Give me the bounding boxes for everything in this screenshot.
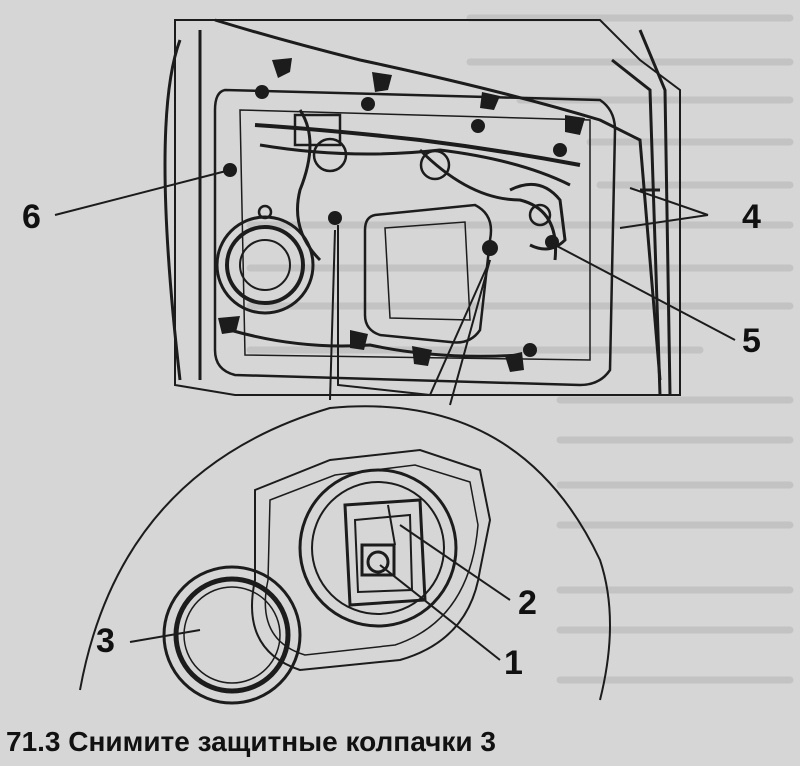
bleed-through-texture — [246, 14, 794, 684]
callout-6: 6 — [22, 198, 41, 236]
leader-4a — [629, 187, 709, 216]
leader-1 — [379, 564, 501, 661]
leader-6 — [54, 169, 231, 216]
callout-3: 3 — [96, 622, 115, 660]
callout-2: 2 — [518, 584, 537, 622]
leader-lines — [54, 169, 736, 661]
leader-5 — [554, 244, 736, 341]
zoom-lines — [329, 225, 491, 406]
leader-3 — [129, 629, 201, 643]
callout-4: 4 — [742, 198, 761, 236]
figure-caption: 71.3 Снимите защитные колпачки 3 — [6, 726, 496, 757]
clip-markers — [218, 58, 585, 372]
detail-magnifier — [79, 405, 611, 705]
door-frame — [163, 18, 681, 396]
leader-4b — [619, 214, 709, 229]
leader-2 — [399, 524, 511, 601]
callout-5: 5 — [742, 322, 761, 360]
callout-1: 1 — [504, 644, 523, 682]
inner-panel — [213, 88, 617, 387]
